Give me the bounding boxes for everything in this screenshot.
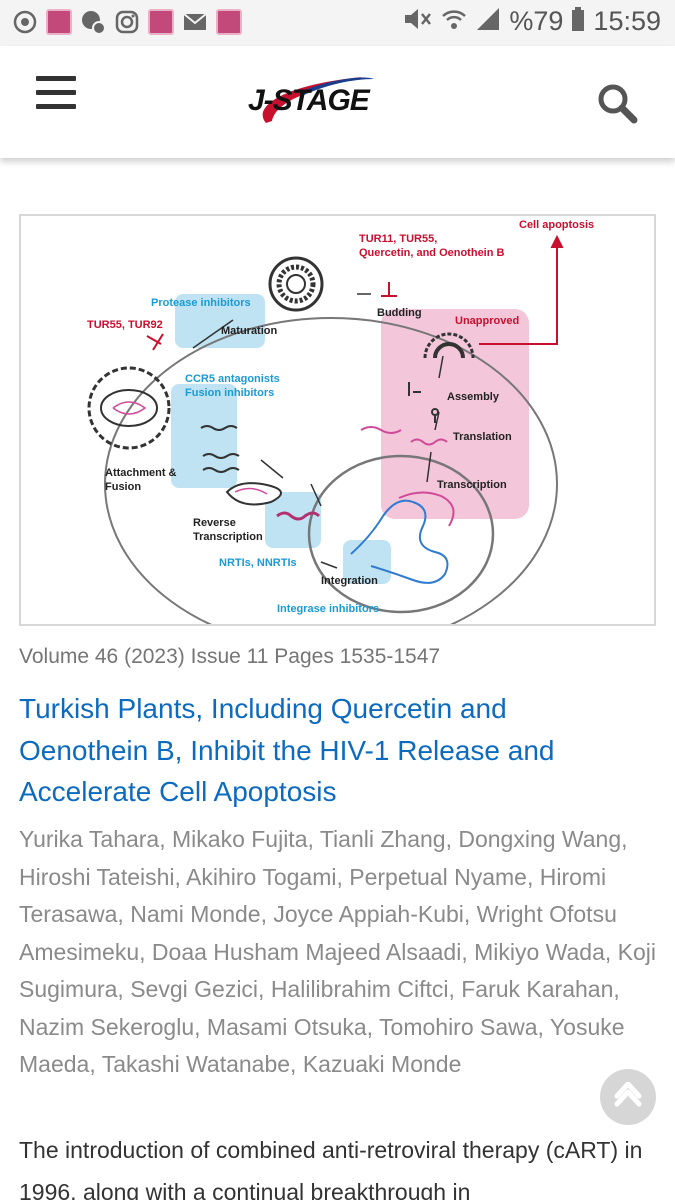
- wifi-icon: [441, 6, 467, 37]
- label-fusion: Fusion: [105, 481, 141, 493]
- search-icon: [598, 84, 638, 124]
- label-assembly: Assembly: [447, 391, 500, 403]
- label-unapproved: Unapproved: [455, 315, 519, 327]
- notification-icons: [12, 9, 242, 35]
- receptor: [200, 425, 238, 431]
- hiv-lifecycle-diagram: Cell apoptosis TUR11, TUR55, Quercetin, …: [87, 219, 594, 624]
- app-notification-icon: [46, 9, 72, 35]
- app-header: J-STAGE: [0, 46, 675, 158]
- signal-icon: [475, 6, 501, 37]
- search-button[interactable]: [596, 82, 640, 126]
- label-maturation: Maturation: [221, 325, 278, 337]
- viral-dna: [350, 499, 449, 584]
- label-fusion-inhibitors: Fusion inhibitors: [185, 387, 274, 399]
- sync-icon: [12, 9, 38, 35]
- label-transcription: Transcription: [437, 479, 507, 491]
- label-reverse: Reverse: [193, 517, 236, 529]
- label-budding: Budding: [377, 307, 422, 319]
- label-quercetin: Quercetin, and Oenothein B: [359, 247, 505, 259]
- article-authors: Yurika Tahara, Mikako Fujita, Tianli Zha…: [19, 826, 657, 1077]
- nucleus: [307, 454, 495, 614]
- article-meta: Volume 46 (2023) Issue 11 Pages 1535-154…: [19, 645, 441, 668]
- label-tur11: TUR11, TUR55,: [359, 233, 437, 245]
- article-abstract: The introduction of combined anti-retrov…: [19, 1137, 643, 1200]
- scroll-to-top-button[interactable]: [600, 1069, 656, 1125]
- mute-icon: [401, 6, 433, 37]
- article-figure[interactable]: Cell apoptosis TUR11, TUR55, Quercetin, …: [19, 214, 656, 626]
- battery-icon: [571, 6, 585, 37]
- label-tur55-92: TUR55, TUR92: [87, 319, 163, 331]
- label-ccr5: CCR5 antagonists: [185, 373, 280, 385]
- app-notification-icon: [148, 9, 174, 35]
- label-attachment: Attachment &: [105, 467, 177, 479]
- protease-region: [175, 294, 265, 348]
- label-reverse-transcription: Transcription: [193, 531, 263, 543]
- chevron-up-icon: [614, 1082, 642, 1107]
- unapproved-region: [381, 309, 529, 519]
- label-nrti: NRTIs, NNRTIs: [219, 557, 297, 569]
- clock: 15:59: [593, 6, 661, 36]
- virion-attached: [87, 366, 171, 450]
- system-icons: %79 15:59: [401, 6, 661, 37]
- capsid: [225, 482, 282, 506]
- mail-icon: [182, 9, 208, 35]
- entry-region: [171, 384, 237, 488]
- app-notification-icon: [216, 9, 242, 35]
- settings-alert-icon: [80, 9, 106, 35]
- logo-text: J-STAGE: [248, 84, 370, 117]
- instagram-icon: [114, 9, 140, 35]
- status-bar: %79 15:59: [0, 0, 675, 46]
- jstage-logo[interactable]: J-STAGE: [242, 71, 382, 129]
- label-integrase: Integrase inhibitors: [277, 603, 379, 615]
- logo-swoosh-icon: [262, 77, 374, 123]
- label-integration: Integration: [321, 575, 378, 587]
- label-cell-apoptosis: Cell apoptosis: [519, 219, 594, 231]
- rt-region: [265, 492, 321, 548]
- article-title[interactable]: Turkish Plants, Including Quercetin and …: [19, 693, 555, 807]
- menu-button[interactable]: [36, 76, 76, 112]
- cell-membrane: [104, 317, 558, 624]
- hamburger-icon: [36, 76, 76, 81]
- virion-budded: [268, 256, 324, 312]
- label-protease: Protease inhibitors: [151, 297, 251, 309]
- virion-budding: [423, 332, 475, 359]
- battery-percent: %79: [509, 6, 564, 36]
- label-translation: Translation: [453, 431, 512, 443]
